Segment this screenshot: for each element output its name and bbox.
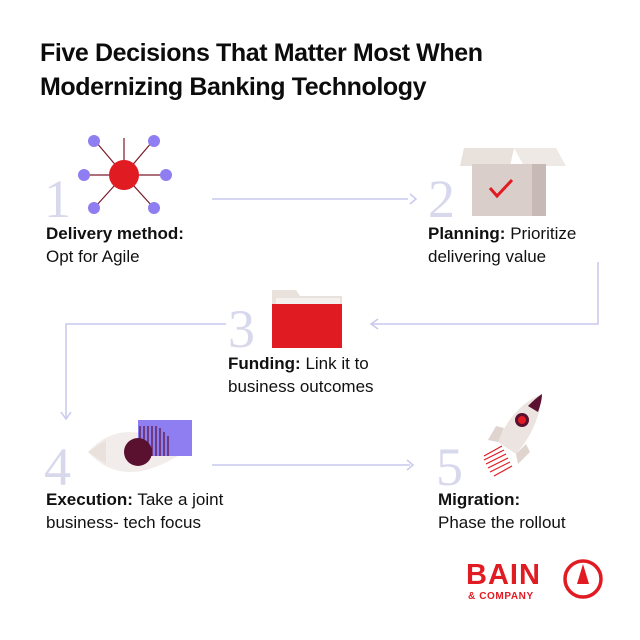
connector-3-4 (65, 323, 226, 418)
title-line-1: Five Decisions That Matter Most When (40, 39, 483, 67)
step-3-number: 3 (228, 299, 255, 359)
bain-logo: BAIN & COMPANY (466, 556, 606, 606)
connector-2-3 (372, 262, 599, 325)
step-4-label: Execution: Take a joint business- tech f… (46, 488, 223, 534)
step-1-number: 1 (44, 169, 71, 229)
rocket-icon (483, 394, 542, 477)
checkbox-box-icon (460, 148, 566, 216)
logo-wordmark: BAIN (466, 559, 541, 591)
step-5-heading: Migration: (438, 490, 521, 509)
step-5-label: Migration: Phase the rollout (438, 488, 566, 534)
step-5-body: Phase the rollout (438, 513, 566, 532)
step-1-label: Delivery method: Opt for Agile (46, 222, 184, 268)
step-5-number: 5 (436, 437, 463, 497)
step-1-heading: Delivery method: (46, 224, 184, 243)
eye-icon (88, 420, 192, 472)
step-4-number: 4 (44, 437, 71, 497)
arrowhead-3 (369, 318, 379, 330)
page-title: Five Decisions That Matter Most When Mod… (40, 36, 620, 104)
network-icon (78, 135, 172, 214)
step-3-heading: Funding: (228, 354, 301, 373)
arrowhead-5 (406, 459, 415, 471)
step-2-heading: Planning: (428, 224, 506, 243)
step-4-body-2: business- tech focus (46, 513, 201, 532)
step-4-heading: Execution: (46, 490, 133, 509)
arrowhead-2 (409, 193, 418, 205)
folder-icon (272, 290, 342, 348)
step-2-body-2: delivering value (428, 247, 547, 266)
step-2-label: Planning: Prioritize delivering value (428, 222, 576, 268)
step-3-label: Funding: Link it to business outcomes (228, 352, 374, 398)
step-2-number: 2 (428, 169, 455, 229)
logo-subtext: & COMPANY (468, 591, 534, 602)
step-3-body-2: business outcomes (228, 377, 374, 396)
arrowhead-4 (60, 411, 72, 421)
step-2-body-1: Prioritize (510, 224, 577, 243)
step-3-body-1: Link it to (305, 354, 369, 373)
title-line-2: Modernizing Banking Technology (40, 73, 427, 101)
step-4-body-1: Take a joint (137, 490, 224, 509)
step-1-body: Opt for Agile (46, 247, 140, 266)
compass-mark-icon (563, 559, 603, 599)
